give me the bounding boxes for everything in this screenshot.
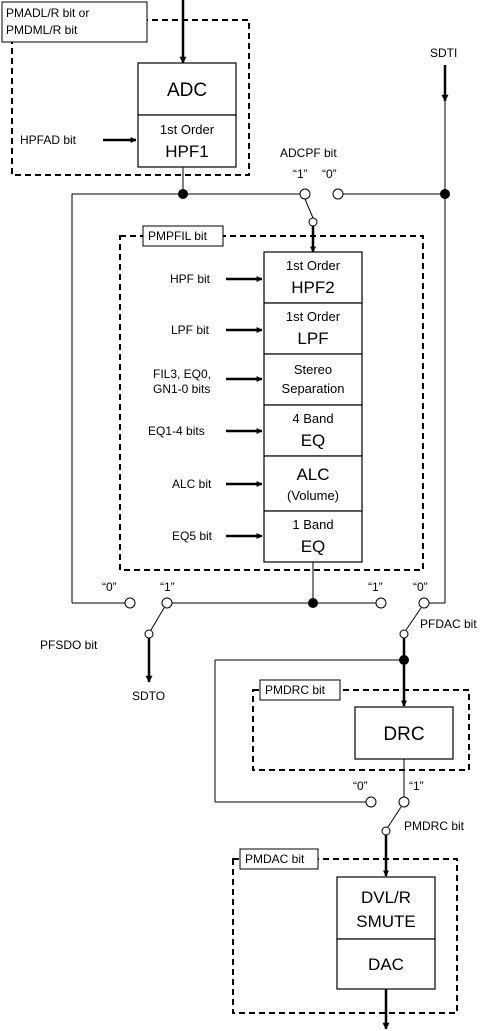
fil3-label-line1: FIL3, EQ0, [153, 367, 211, 381]
pmpfil-label: PMPFIL bit [148, 229, 208, 243]
fil3-label-line2: GN1-0 bits [153, 382, 210, 396]
pfdac-one-label: “1” [368, 580, 383, 594]
pmdrc-one-label: “1” [409, 779, 424, 793]
lpf-block [263, 302, 363, 355]
eq4-label-top: 4 Band [292, 411, 333, 426]
pmdrc-label-box [259, 679, 341, 701]
pmdrc-switch-blade [387, 806, 402, 828]
dac-label: DAC [368, 955, 404, 974]
pfdac-terminal-1 [375, 597, 387, 609]
pfsdo-switch-blade [150, 607, 165, 631]
hpf1-block [137, 114, 237, 168]
hpf-bit-label: HPF bit [170, 272, 211, 286]
adc-power-group [11, 19, 250, 176]
sdto-label: SDTO [132, 689, 165, 703]
hpf1-label-top: 1st Order [160, 122, 215, 137]
pmdrc-terminal-1 [398, 796, 410, 808]
pfsdo-label: PFSDO bit [40, 638, 98, 652]
adcpf-terminal-1 [299, 188, 311, 200]
pmad-label-line2: PMDML/R bit [6, 23, 78, 37]
stereo-label-top: Stereo [294, 362, 332, 377]
pmdac-power-group [232, 858, 458, 1014]
hpfad-label: HPFAD bit [20, 133, 77, 147]
dvl-label-bottom: SMUTE [356, 912, 416, 931]
pfdac-terminal-0 [418, 597, 430, 609]
pmdrc-switch-label: PMDRC bit [404, 819, 465, 833]
adcpf-pivot [308, 217, 318, 227]
pmdac-label-box [239, 848, 319, 870]
eq1-label-bottom: EQ [301, 537, 326, 556]
lpf-label-top: 1st Order [286, 309, 341, 324]
hpf2-label-top: 1st Order [286, 258, 341, 273]
pmad-label-line1: PMADL/R bit or [6, 6, 89, 20]
adcpf-one-label: “1” [293, 167, 308, 181]
sdti-label: SDTI [430, 46, 457, 60]
dac-block [336, 938, 436, 990]
adc-label: ADC [167, 80, 207, 101]
pfdac-switch-blade [405, 607, 422, 631]
eq1-label-top: 1 Band [292, 517, 333, 532]
pfdac-pivot [399, 629, 409, 639]
pmpfil-power-group [119, 235, 424, 571]
pmpfil-label-box [142, 225, 224, 247]
adc-group-label-box [1, 1, 148, 43]
pfsdo-zero-label: “0” [102, 580, 117, 594]
lpf-bit-label: LPF bit [171, 323, 210, 337]
pfsdo-one-label: “1” [160, 580, 175, 594]
eq14-label: EQ1-4 bits [148, 424, 205, 438]
pmdrc-pivot [381, 826, 391, 836]
hpf1-label-bottom: HPF1 [165, 142, 208, 161]
eq4-label-bottom: EQ [301, 431, 326, 450]
eq5-label: EQ5 bit [172, 529, 213, 543]
pmdac-label: PMDAC bit [245, 852, 305, 866]
alc-bit-label: ALC bit [172, 477, 212, 491]
eq4-block [263, 404, 363, 457]
alc-label-top: ALC [296, 465, 329, 484]
drc-block [354, 706, 454, 760]
sdti-node-dot [440, 189, 450, 199]
pfdac-label: PFDAC bit [420, 617, 477, 631]
drc-label: DRC [383, 724, 424, 745]
dvl-smute-block [336, 876, 436, 940]
adcpf-terminal-0 [332, 188, 344, 200]
alc-label-bottom: (Volume) [287, 488, 339, 503]
pfsdo-terminal-0 [124, 597, 136, 609]
stereo-separation-block [263, 353, 363, 406]
pfsdo-terminal-1 [161, 597, 173, 609]
adcpf-zero-label: “0” [322, 167, 337, 181]
pfsdo-pivot [144, 629, 154, 639]
pmdrc-terminal-0 [365, 796, 377, 808]
adc-node-dot [178, 189, 188, 199]
adcpf-switch-blade [304, 198, 314, 219]
alc-block [263, 455, 363, 512]
dvl-label-top: DVL/R [361, 888, 411, 907]
lpf-label-bottom: LPF [297, 329, 328, 348]
adcpf-label: ADCPF bit [280, 146, 337, 160]
hpf2-label-bottom: HPF2 [291, 278, 334, 297]
pmdrc-power-group [252, 689, 470, 771]
pmdrc-zero-label: “0” [353, 779, 368, 793]
filter-node-dot [308, 598, 318, 608]
pfdac-zero-label: “0” [413, 580, 428, 594]
pmdrc-box-label: PMDRC bit [265, 683, 326, 697]
stereo-label-bottom: Separation [282, 381, 345, 396]
